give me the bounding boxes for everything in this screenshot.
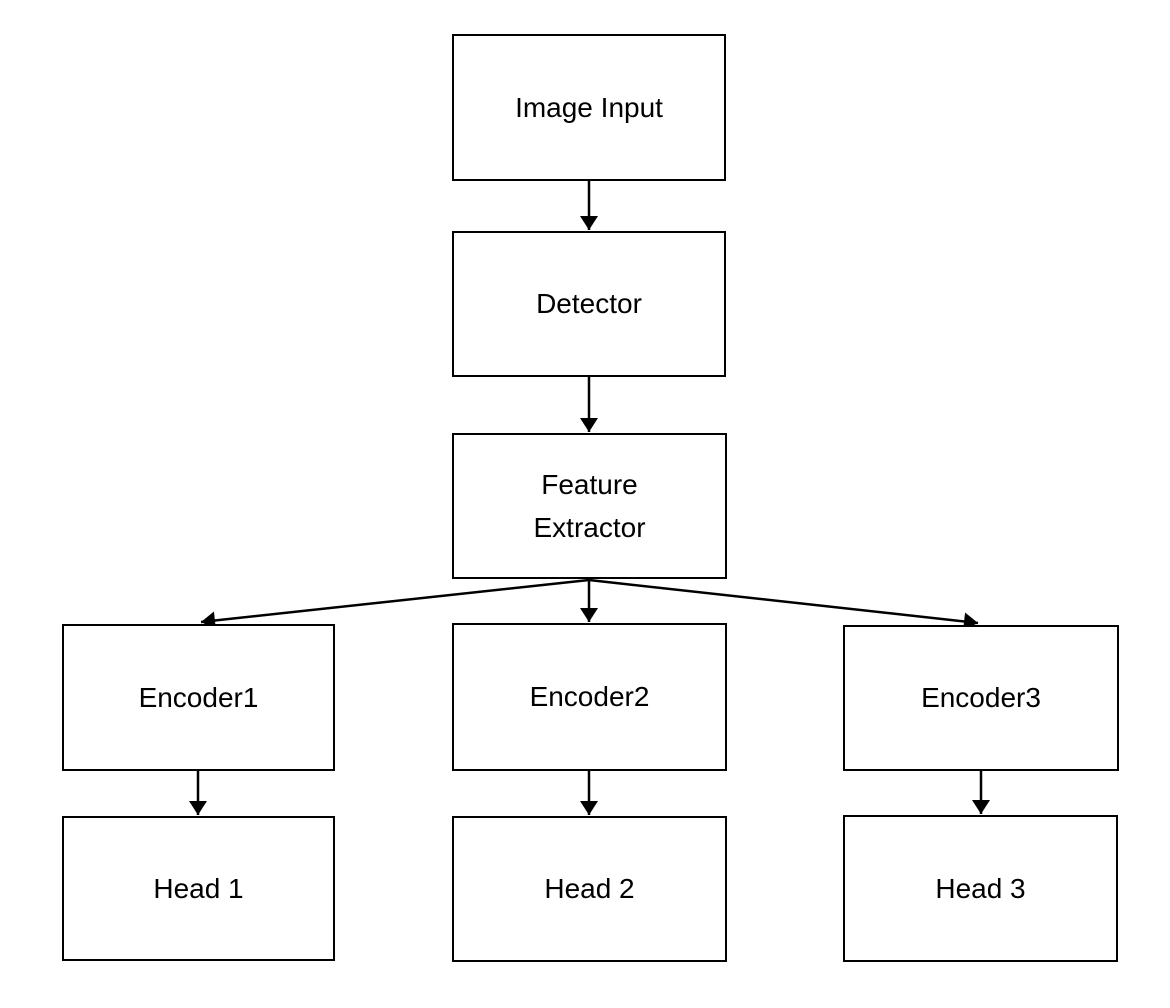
node-detector: Detector bbox=[452, 231, 726, 377]
node-head1-label: Head 1 bbox=[153, 872, 244, 904]
node-feature-extractor-label: Feature Extractor bbox=[533, 468, 646, 543]
node-encoder1-label: Encoder1 bbox=[138, 681, 259, 713]
node-encoder3: Encoder3 bbox=[843, 625, 1119, 771]
node-encoder3-label: Encoder3 bbox=[921, 682, 1041, 714]
node-encoder2: Encoder2 bbox=[452, 623, 727, 771]
node-head3-label: Head 3 bbox=[935, 872, 1026, 904]
node-head2: Head 2 bbox=[452, 816, 727, 962]
node-head1: Head 1 bbox=[62, 816, 335, 961]
edge-feature-extractor-to-encoder3 bbox=[588, 578, 979, 631]
node-head2-label: Head 2 bbox=[544, 873, 635, 905]
node-image-input-label: Image Input bbox=[515, 91, 663, 123]
node-encoder2-label: Encoder2 bbox=[529, 681, 650, 713]
node-detector-label: Detector bbox=[536, 288, 642, 320]
edge-feature-extractor-to-encoder1 bbox=[200, 578, 590, 630]
node-encoder1: Encoder1 bbox=[62, 624, 335, 771]
node-image-input: Image Input bbox=[452, 34, 726, 181]
node-head3: Head 3 bbox=[843, 815, 1118, 962]
node-feature-extractor: Feature Extractor bbox=[452, 433, 727, 579]
